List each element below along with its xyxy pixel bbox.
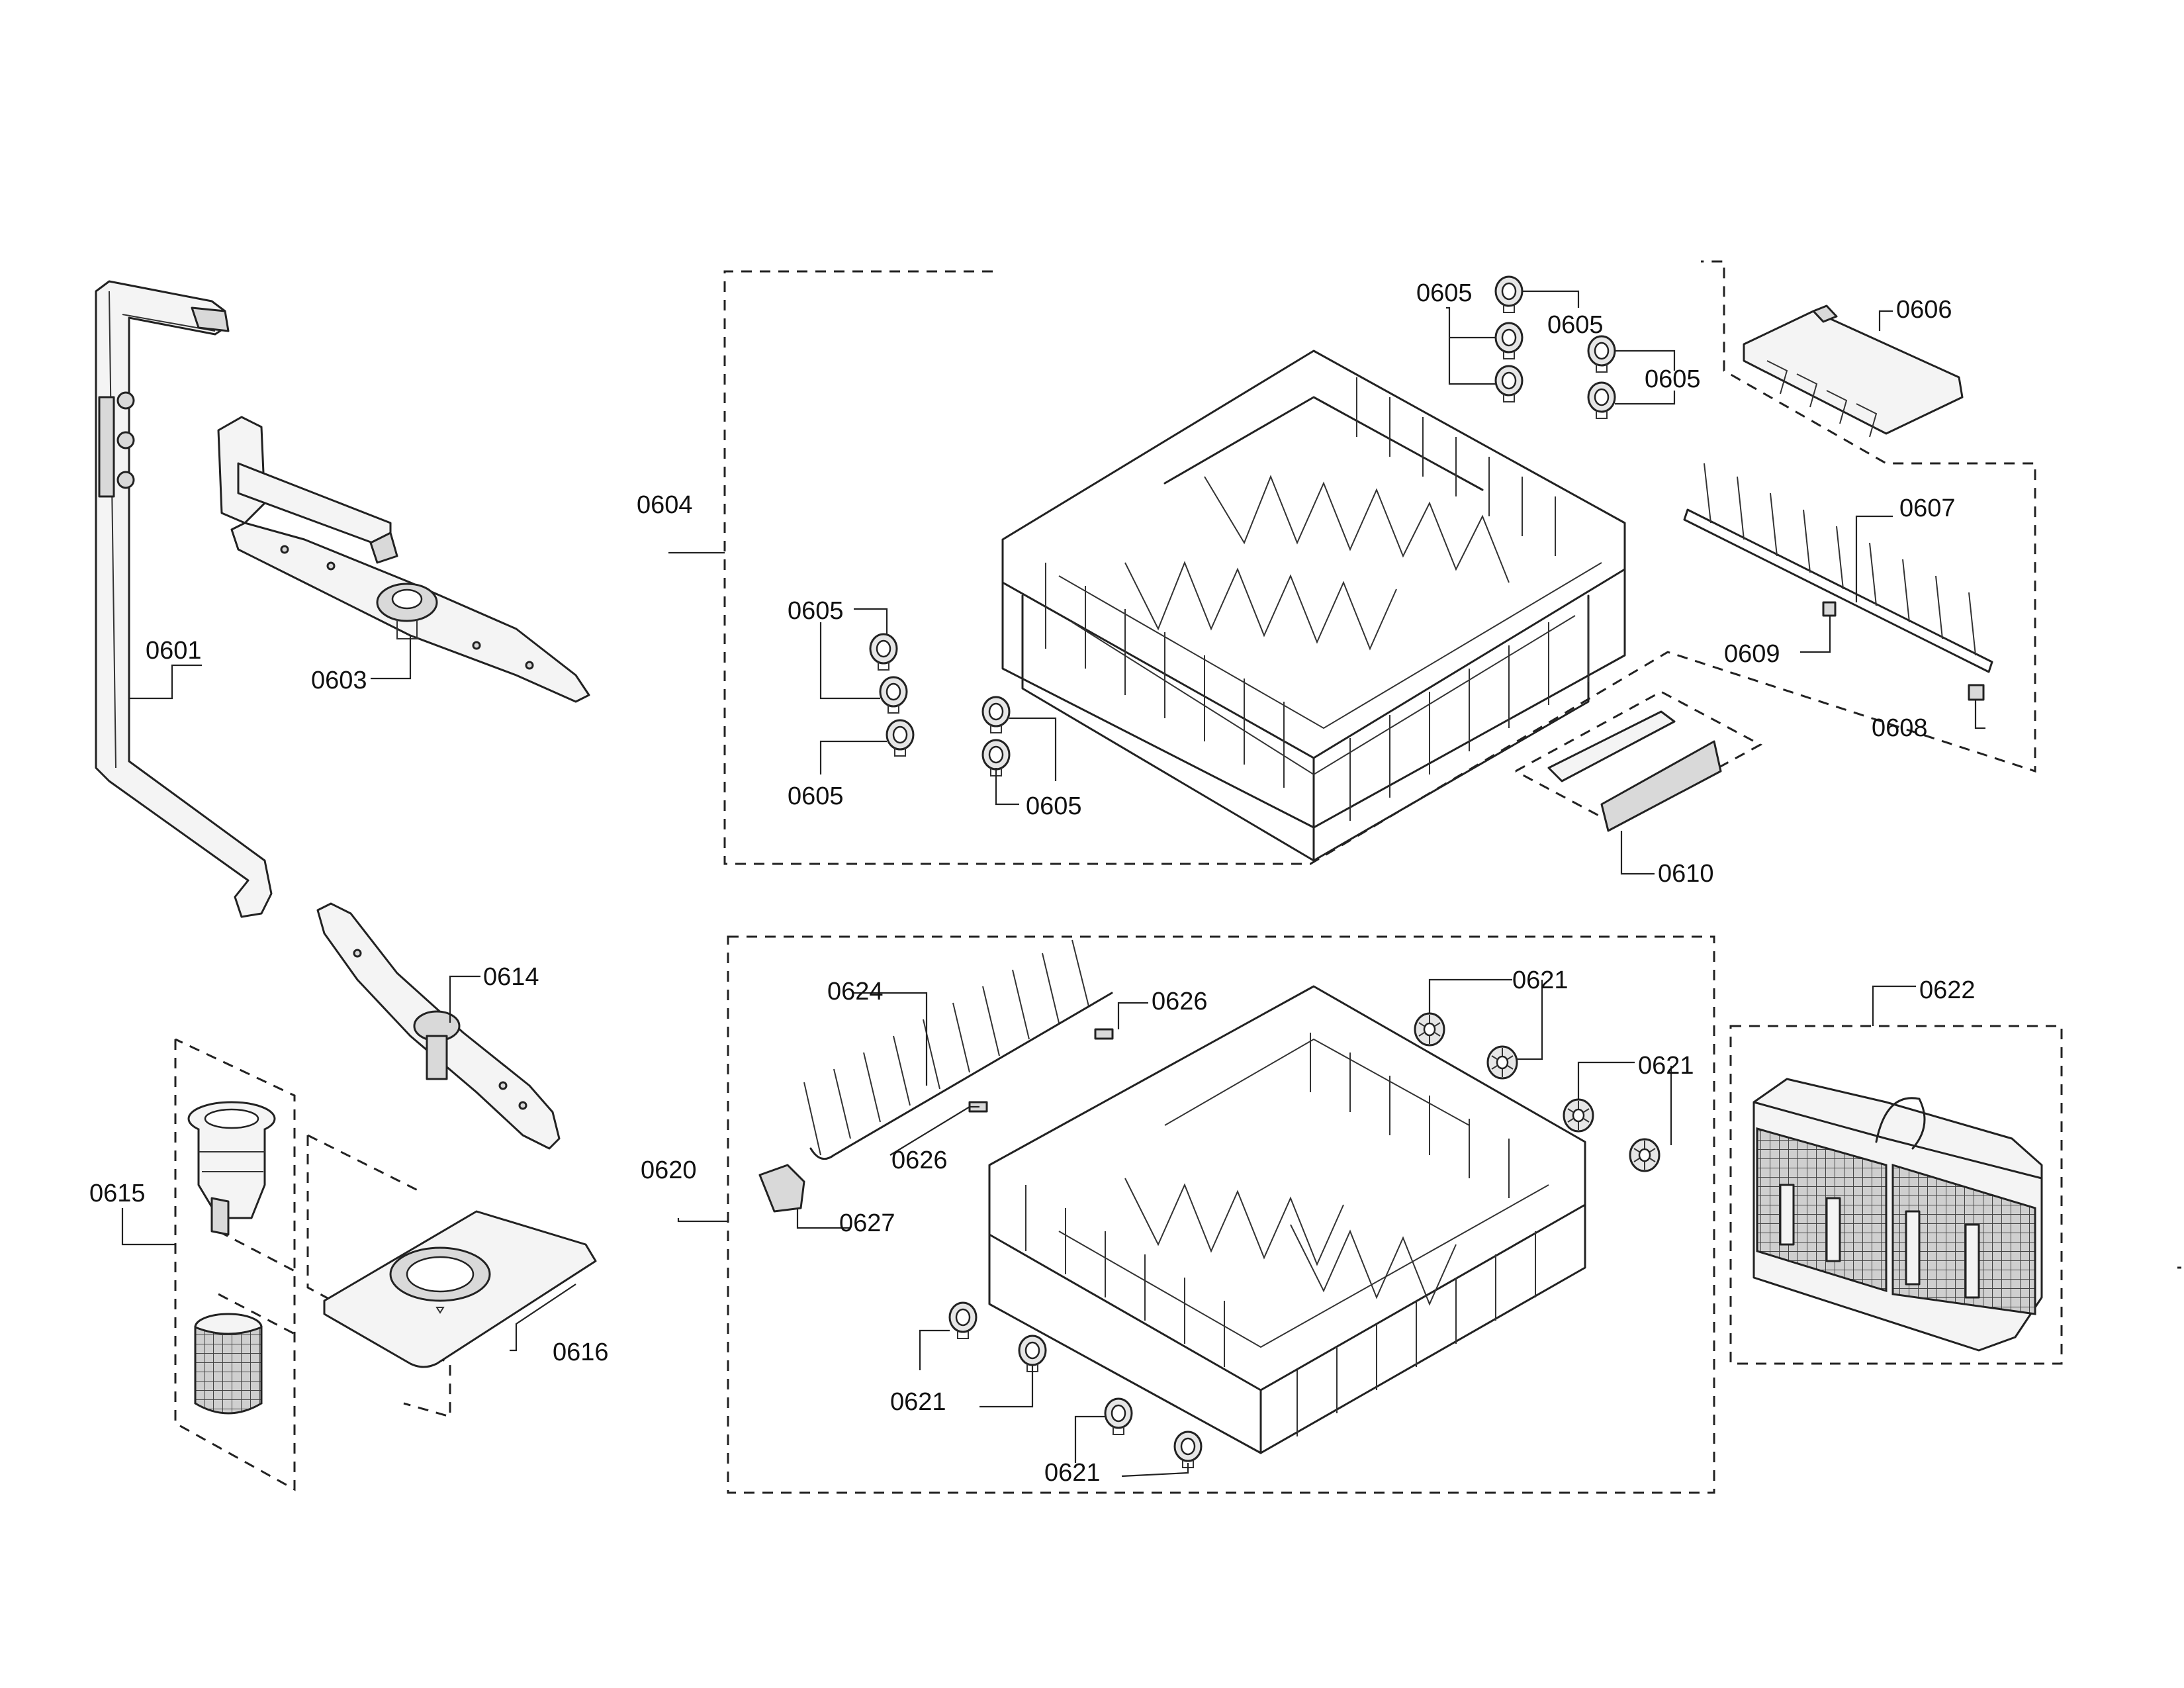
part-0605-wheel-mid-1 xyxy=(981,696,1011,734)
label-0621-bottom: 0621 xyxy=(1044,1459,1101,1487)
group-outline-upper-rack xyxy=(723,260,2036,865)
label-0621-bottom-left: 0621 xyxy=(890,1388,946,1416)
label-0601: 0601 xyxy=(146,637,202,665)
label-0607: 0607 xyxy=(1899,494,1956,522)
label-0605-top-right: 0605 xyxy=(1645,365,1701,393)
label-0605-top-left: 0605 xyxy=(1416,279,1473,307)
label-0624: 0624 xyxy=(827,978,884,1006)
label-0627: 0627 xyxy=(839,1209,895,1237)
label-0605-left-lower: 0605 xyxy=(788,782,844,810)
part-0621-wheel-8 xyxy=(1173,1430,1203,1469)
label-0621-top: 0621 xyxy=(1512,966,1569,994)
label-0626-lower: 0626 xyxy=(891,1147,948,1174)
part-0620-lower-rack xyxy=(988,985,1586,1454)
part-0621-wheel-5 xyxy=(948,1301,978,1340)
part-0601-spray-tube xyxy=(95,280,273,918)
part-0604-upper-rack xyxy=(1001,350,1626,862)
part-0610-handle xyxy=(1547,710,1722,832)
label-0605-mid: 0605 xyxy=(1026,792,1082,820)
label-0615: 0615 xyxy=(89,1180,146,1207)
part-0603-upper-spray-arm xyxy=(217,416,590,703)
part-0622-cutlery-basket xyxy=(1752,1078,2043,1352)
part-0608-clip xyxy=(1968,684,1985,701)
label-0606: 0606 xyxy=(1896,296,1952,324)
part-0627-clip xyxy=(758,1164,805,1213)
part-0605-wheel-top-5 xyxy=(1587,381,1616,420)
part-0605-wheel-top-3 xyxy=(1494,365,1524,403)
part-0621-wheel-2 xyxy=(1486,1045,1518,1080)
part-0624-tine-row xyxy=(803,939,1113,1160)
label-0614: 0614 xyxy=(483,963,539,991)
part-0621-wheel-4 xyxy=(1629,1138,1661,1172)
part-0621-wheel-1 xyxy=(1414,1012,1445,1047)
label-0616: 0616 xyxy=(553,1338,609,1366)
group-outline-0610 xyxy=(1515,690,1763,825)
part-0606-cup-shelf xyxy=(1743,305,1964,438)
label-0605-top-mid: 0605 xyxy=(1547,311,1604,339)
part-labels: 0601 0603 0604 0605 0605 0605 0605 0605 … xyxy=(89,279,1976,1487)
label-0622: 0622 xyxy=(1919,976,1976,1004)
part-0615-filter xyxy=(187,1101,276,1415)
group-outline-lower-rack xyxy=(727,935,1715,1494)
part-0626-clip-upper xyxy=(1094,1028,1114,1040)
part-0605-wheel-left-1 xyxy=(869,633,898,671)
part-0605-wheel-top-4 xyxy=(1587,335,1616,373)
label-0609: 0609 xyxy=(1724,640,1780,668)
label-0620: 0620 xyxy=(641,1156,697,1184)
label-0608: 0608 xyxy=(1872,714,1928,742)
part-0621-wheel-7 xyxy=(1104,1397,1133,1436)
part-0605-wheel-top-1 xyxy=(1494,275,1524,314)
part-0605-wheel-left-3 xyxy=(886,719,915,757)
part-0609-clip xyxy=(1822,601,1837,617)
group-outline-0616 xyxy=(306,1135,451,1418)
part-0605-wheel-left-2 xyxy=(879,676,908,714)
part-0605-wheel-top-2 xyxy=(1494,322,1524,360)
label-0603: 0603 xyxy=(311,667,367,694)
label-0604: 0604 xyxy=(637,491,693,519)
part-0621-wheel-3 xyxy=(1563,1098,1594,1133)
group-outline-0622 xyxy=(1729,1025,2063,1365)
label-0626-upper: 0626 xyxy=(1152,988,1208,1015)
leader-lines xyxy=(121,290,1985,1477)
part-0607-fold-down-tines xyxy=(1683,463,1993,673)
label-0610: 0610 xyxy=(1658,860,1714,888)
label-0621-right: 0621 xyxy=(1638,1052,1694,1080)
part-0614-lower-spray-arm xyxy=(316,902,561,1150)
group-outline-0615 xyxy=(174,1038,296,1491)
label-0605-left-upper: 0605 xyxy=(788,597,844,625)
part-0616-sump-cover xyxy=(323,1210,597,1368)
